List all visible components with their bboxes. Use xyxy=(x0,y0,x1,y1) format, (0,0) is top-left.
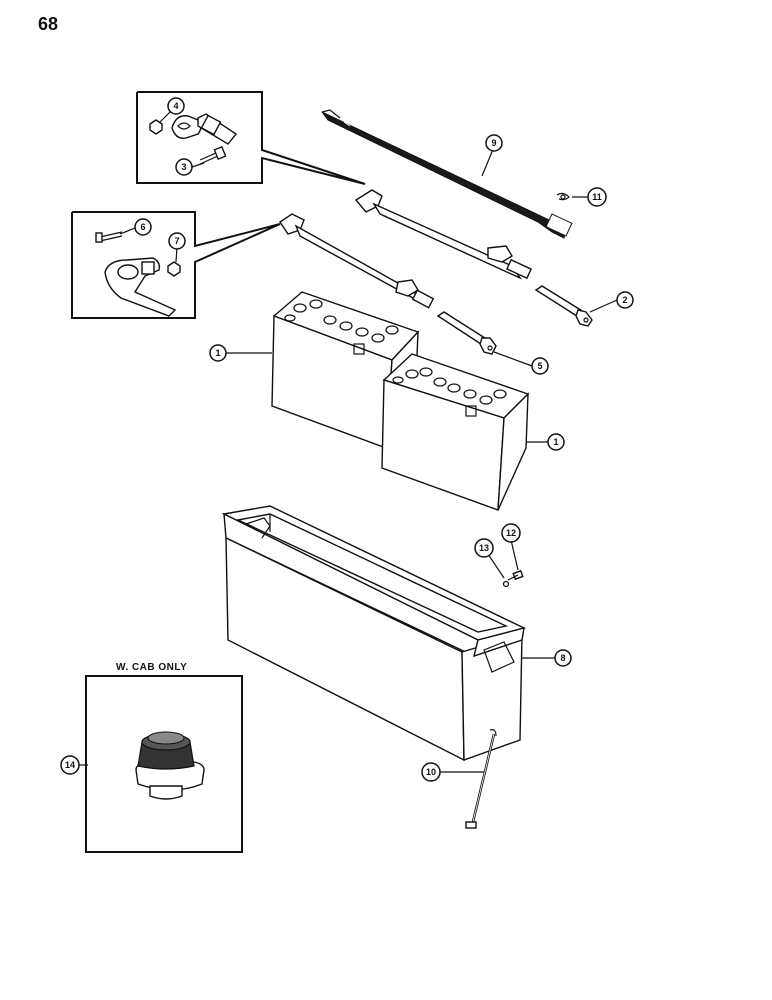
box-fasteners xyxy=(502,569,524,588)
svg-text:1: 1 xyxy=(553,437,558,447)
svg-text:5: 5 xyxy=(537,361,542,371)
svg-text:3: 3 xyxy=(181,162,186,172)
svg-text:2: 2 xyxy=(622,295,627,305)
callout-5: 5 xyxy=(531,357,549,375)
cable-2 xyxy=(534,285,593,327)
svg-text:6: 6 xyxy=(140,222,145,232)
svg-text:13: 13 xyxy=(479,543,489,553)
svg-text:10: 10 xyxy=(426,767,436,777)
clip xyxy=(556,192,570,201)
svg-text:4: 4 xyxy=(173,101,178,111)
callout-9: 9 xyxy=(485,134,503,152)
callout-6: 6 xyxy=(134,218,152,236)
cable-upper xyxy=(354,189,533,280)
callout-11: 11 xyxy=(587,187,607,207)
callout-12: 12 xyxy=(501,523,521,543)
callout-4: 4 xyxy=(167,97,185,115)
callout-8: 8 xyxy=(554,649,572,667)
battery-box xyxy=(221,505,527,762)
svg-text:9: 9 xyxy=(491,138,496,148)
callout-2: 2 xyxy=(616,291,634,309)
callout-13: 13 xyxy=(474,538,494,558)
callout-1b: 1 xyxy=(547,433,565,451)
cable-5 xyxy=(436,311,497,355)
battery-strap xyxy=(321,109,573,239)
inset-clamp-lower xyxy=(71,211,281,319)
inset-clamp-upper xyxy=(136,91,366,185)
svg-text:11: 11 xyxy=(592,192,602,202)
callout-1a: 1 xyxy=(209,344,227,362)
cab-only-label: W. CAB ONLY xyxy=(116,662,188,673)
callout-10: 10 xyxy=(421,762,441,782)
battery-front xyxy=(381,353,530,511)
hold-down-rod xyxy=(465,729,497,829)
svg-text:1: 1 xyxy=(215,348,220,358)
svg-text:14: 14 xyxy=(65,760,75,770)
callout-7: 7 xyxy=(168,232,186,250)
page-number: 68 xyxy=(38,14,59,34)
svg-text:8: 8 xyxy=(560,653,565,663)
svg-text:7: 7 xyxy=(174,236,179,246)
svg-text:12: 12 xyxy=(506,528,516,538)
callout-3: 3 xyxy=(175,158,193,176)
callout-14: 14 xyxy=(60,755,80,775)
inset-cab xyxy=(85,675,243,853)
cable-lower xyxy=(279,213,435,309)
